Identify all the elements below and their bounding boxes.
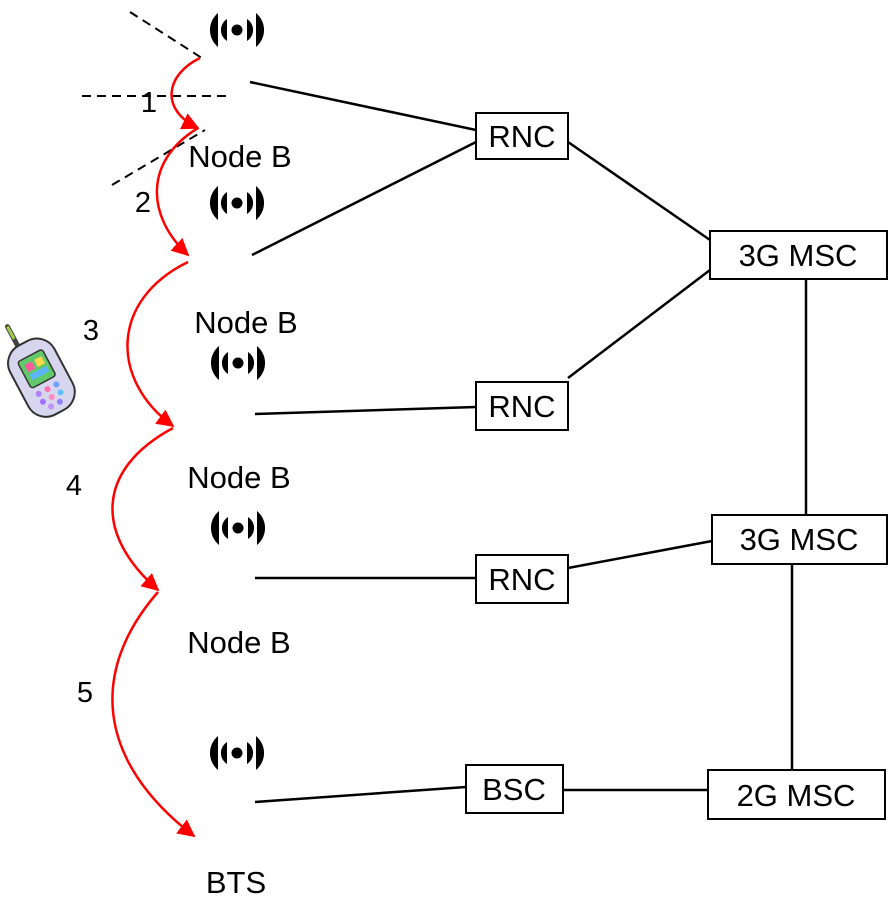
handover-arrows [111, 56, 201, 838]
handover-arrow [111, 591, 196, 838]
handover-arrow [126, 260, 189, 428]
radio-tower-icon [211, 346, 265, 468]
sector-line-upper [129, 11, 206, 61]
msc-label: 2G MSC [737, 778, 856, 813]
tower-label: Node B [187, 625, 290, 660]
link-tower5-bsc [254, 785, 467, 804]
link-rnc3-msc2 [567, 539, 713, 570]
bsc-node: BSC [465, 764, 564, 814]
rnc-label: RNC [488, 562, 555, 597]
handover-step-label: 5 [77, 677, 93, 709]
handover-arrow [170, 56, 201, 130]
sector-boundaries [82, 11, 232, 186]
handover-step-label: 2 [135, 187, 151, 219]
handover-step-label: 4 [66, 470, 82, 502]
handover-arrow [155, 126, 199, 257]
mobile-phone-icon [4, 324, 76, 418]
tower-label: Node B [194, 305, 297, 340]
rnc-node: RNC [475, 381, 569, 431]
handover-arrow [111, 426, 174, 592]
tower-labels: Node B Node B Node B Node B BTS [187, 139, 297, 900]
link-tower3-rnc2 [254, 405, 477, 416]
link-tower1-rnc1 [249, 80, 477, 132]
rnc-node: RNC [475, 112, 569, 160]
controllers: RNC RNC RNC BSC [465, 112, 569, 814]
link-tower2-rnc1 [251, 140, 477, 257]
network-links [249, 80, 808, 804]
switches: 3G MSC 3G MSC 2G MSC [707, 230, 888, 820]
radio-tower-icon [210, 186, 264, 308]
rnc-label: RNC [488, 389, 555, 424]
link-rnc2-msc1 [567, 269, 711, 379]
handover-step-label: 3 [83, 315, 99, 347]
link-rnc1-msc1 [567, 140, 711, 242]
rnc-node: RNC [475, 554, 569, 604]
msc-node: 2G MSC [707, 769, 886, 820]
msc-label: 3G MSC [739, 238, 858, 273]
sector-line-lower [111, 129, 206, 186]
radio-tower-icon [210, 736, 264, 858]
handover-step-label: 1 [141, 87, 157, 119]
rnc-label: RNC [488, 119, 555, 154]
msc-label: 3G MSC [740, 522, 859, 557]
msc-node: 3G MSC [709, 230, 888, 280]
tower-label: Node B [188, 139, 291, 174]
msc-node: 3G MSC [711, 514, 888, 565]
bsc-label: BSC [482, 772, 546, 807]
radio-tower-icon [210, 13, 264, 135]
tower-label: Node B [187, 460, 290, 495]
handover-labels: 1 2 3 4 5 [66, 87, 157, 709]
tower-label: BTS [206, 865, 266, 898]
radio-tower-icon [211, 511, 265, 633]
